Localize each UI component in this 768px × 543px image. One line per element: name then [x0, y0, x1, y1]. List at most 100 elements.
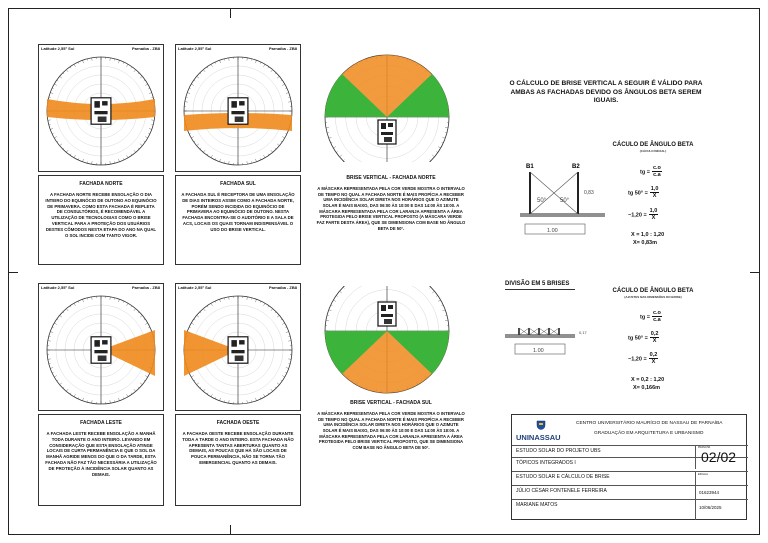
- eq-den: X: [652, 338, 657, 345]
- calc-title: CÁCULO DE ÂNGULO BETA: [612, 142, 694, 148]
- panel-zone: Parnaíba - ZB8: [131, 46, 160, 51]
- dimension-box: [514, 343, 566, 355]
- facade-title: FACHADA NORTE: [79, 181, 123, 187]
- beta-line: [529, 171, 579, 215]
- facade-sul-box: FACHADA SUL A FACHADA SUL É RECEPTORA DE…: [175, 175, 301, 265]
- angle-right: 50°: [560, 198, 570, 204]
- sunpath-panel-sul: Latitude 2,55° Sul Parnaíba - ZB8: [175, 44, 301, 172]
- project-name: ESTUDO SOLAR DO PROJETO UBS: [516, 448, 601, 454]
- building-plan: [90, 336, 112, 364]
- mask-green-left: [324, 331, 387, 374]
- building-plan: [227, 336, 249, 364]
- label-b2: B2: [572, 164, 580, 170]
- facade-title: FACHADA LESTE: [80, 420, 122, 426]
- mask-green-right: [387, 331, 450, 374]
- title-block: UNINASSAU CENTRO UNIVERSITÁRIO MAURÍCIO …: [511, 414, 748, 520]
- mask-orange: [184, 330, 238, 376]
- division-title: DIVISÃO EM 5 BRISES: [505, 281, 570, 287]
- eq-lhs: ~1,20 =: [628, 212, 647, 219]
- sunpath-panel-oeste: Latitude 2,55° Sul Parnaíba - ZB8: [175, 283, 301, 411]
- result-line: X = 1,0 : 1,20: [631, 232, 665, 238]
- matricula: 01623944: [699, 490, 720, 495]
- student-name: JÚLIO CÉSAR FONTENELE FERREIRA: [516, 488, 607, 494]
- logo-text: UNINASSAU: [516, 433, 561, 442]
- mask-green-left: [324, 74, 387, 117]
- eq-num: 0,2: [649, 331, 660, 339]
- sheet-number: 02/02: [701, 449, 737, 465]
- building-plan: [90, 97, 112, 125]
- brise-section-diagram: B1 B2 50° 50° 0,83 1.00: [520, 164, 605, 235]
- matricula-cell: 01623944: [695, 485, 748, 499]
- angle-left: 50°: [537, 198, 547, 204]
- eq-num: 1,0: [648, 208, 659, 216]
- division-underline: [505, 289, 575, 290]
- brise-set: [518, 327, 560, 336]
- eq-num: 0,2: [648, 352, 659, 360]
- sun-chart: [183, 295, 293, 405]
- facade-norte-box: FACHADA NORTE A FACHADA NORTE RECEBE ENS…: [38, 175, 164, 265]
- sun-chart: [46, 56, 156, 166]
- eq-lhs: tg =: [640, 169, 650, 176]
- sunpath-panel-norte: Latitude 2,55° Sul Parnaíba - ZB8: [38, 44, 164, 172]
- row-professor: MARIANE MATOS: [512, 499, 748, 520]
- eq-num: c.o: [651, 165, 662, 173]
- brise-text: A MÁSCARA REPRESENTADA PELA COR VERDE MO…: [316, 186, 466, 231]
- facade-oeste-box: FACHADA OESTE A FACHADA OESTE RECEBE ENS…: [175, 414, 301, 506]
- label-b1: B1: [526, 164, 534, 170]
- result-value: X= 0,166m: [633, 385, 661, 391]
- calc-subtitle: (AJUSTES NAS DIMENSÕES DO BRISE): [624, 295, 682, 299]
- eq-num: 1,0: [649, 186, 660, 194]
- brise-text: A MÁSCARA REPRESENTADA PELA COR VERDE MO…: [317, 411, 465, 451]
- frame-tick: [750, 272, 760, 273]
- eq-den: X: [651, 359, 656, 366]
- height-label: 0,17: [579, 330, 588, 335]
- panel-zone: Parnaíba - ZB8: [131, 285, 160, 290]
- title-header: UNINASSAU CENTRO UNIVERSITÁRIO MAURÍCIO …: [512, 415, 748, 445]
- facade-title: FACHADA OESTE: [216, 420, 260, 426]
- mask-green-right: [387, 74, 450, 117]
- facade-text: A FACHADA LESTE RECEBE ENSOLAÇÃO A MANHÃ…: [45, 431, 157, 477]
- shield-icon: [536, 420, 546, 430]
- row-project: ESTUDO SOLAR DO PROJETO UBS: [512, 445, 748, 455]
- facade-text: A FACHADA OESTE RECEBE ENSOLAÇÃO DURANTE…: [182, 431, 294, 465]
- row-content: ESTUDO SOLAR E CÁLCULO DE BRISE: [512, 471, 748, 481]
- building-plan: [377, 301, 397, 327]
- sunpath-panel-leste: Latitude 2,55° Sul Parnaíba - ZB8: [38, 283, 164, 411]
- institution: CENTRO UNIVERSITÁRIO MAURÍCIO DE NASSAU …: [576, 421, 723, 426]
- building-plan: [227, 97, 249, 125]
- calc2-heading: CÁCULO DE ÂNGULO BETA (AJUSTES NAS DIMEN…: [598, 288, 708, 299]
- brise-sul-caption: BRISE VERTICAL - FACHADA SUL A MÁSCARA R…: [316, 400, 466, 451]
- date: 10/06/2025: [699, 505, 722, 510]
- sheet-label: PRANCHA: [698, 446, 711, 449]
- height-label: 0,83: [584, 190, 594, 196]
- facade-text: A FACHADA NORTE RECEBE ENSOLAÇÃO O DIA I…: [45, 192, 157, 238]
- facade-leste-box: FACHADA LESTE A FACHADA LESTE RECEBE ENS…: [38, 414, 164, 506]
- date-cell: 10/06/2025: [695, 499, 748, 520]
- eq-den: c.a: [653, 317, 661, 324]
- eq-den: c.a: [653, 172, 661, 179]
- brise-norte-caption: BRISE VERTICAL - FACHADA NORTE A MÁSCARA…: [316, 175, 466, 231]
- brise-sul-chart: [324, 286, 450, 394]
- result-line: X = 0,2 : 1,20: [631, 377, 665, 383]
- content-name: ESTUDO SOLAR E CÁLCULO DE BRISE: [516, 474, 610, 480]
- building-plan: [377, 119, 397, 145]
- calc-subtitle: (CÁCULO INICIAL): [639, 149, 667, 153]
- eq-lhs: tg 50° =: [628, 190, 648, 197]
- frame-tick: [8, 272, 18, 273]
- drawing-sheet: [8, 8, 760, 535]
- professor-name: MARIANE MATOS: [516, 502, 558, 508]
- panel-zone: Parnaíba - ZB8: [268, 46, 297, 51]
- panel-latitude: Latitude 2,55° Sul: [41, 285, 75, 290]
- dimension-box: [524, 223, 586, 235]
- eq-den: X: [652, 193, 657, 200]
- facade-title: FACHADA SUL: [220, 181, 256, 187]
- brise-norte-chart: [324, 54, 450, 162]
- panel-latitude: Latitude 2,55° Sul: [178, 285, 212, 290]
- frame-tick: [230, 8, 231, 18]
- eq-den: X: [651, 215, 656, 222]
- sheet-cell: PRANCHA 02/02: [695, 445, 748, 469]
